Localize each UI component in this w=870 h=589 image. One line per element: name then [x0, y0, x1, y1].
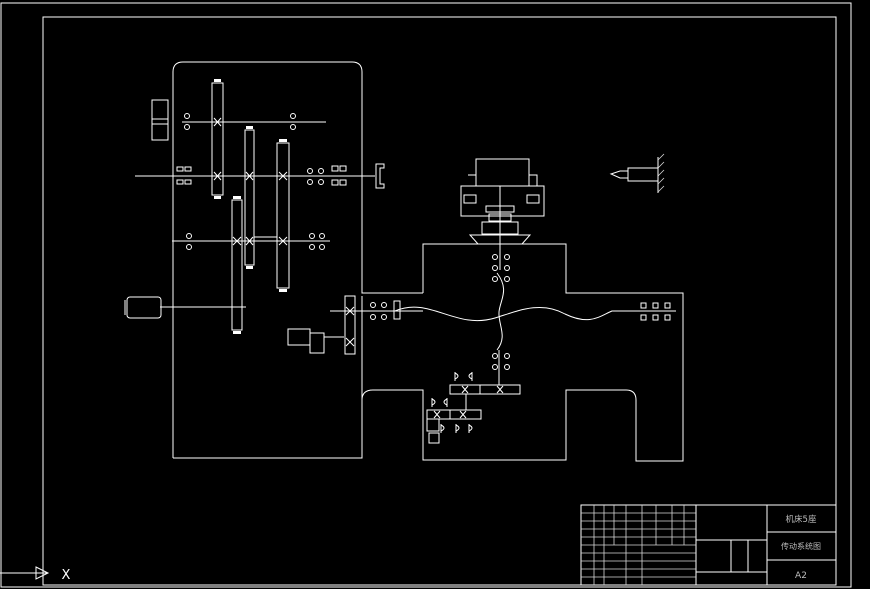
ucs-x-axis-label: X [62, 568, 71, 583]
title-block [580, 504, 837, 586]
tool-post [609, 153, 665, 193]
gearbox-housing-outline [172, 61, 423, 458]
lower-gear-2 [426, 398, 482, 420]
bearing-group-shaft3 [186, 233, 325, 250]
inner-drawing-frame [42, 16, 837, 586]
flexible-shaft-wave [394, 306, 676, 322]
bearing-group-shaft2 [176, 165, 347, 186]
gear-b [244, 126, 255, 269]
spindle-head [460, 158, 545, 270]
lower-gear-1 [449, 372, 521, 395]
outer-sheet-border [0, 2, 852, 588]
title-block-drawing-name: 传动系统图 [781, 541, 821, 551]
gear-a [211, 79, 224, 199]
shaft-coupling [375, 163, 385, 189]
gearbox-housing-bottom [173, 296, 363, 459]
bearing-group-transfer [370, 300, 401, 320]
motor [124, 296, 162, 319]
bearing-group-shaft1 [184, 113, 296, 130]
hydraulic-cylinder [287, 328, 344, 354]
transfer-gear [344, 295, 356, 355]
title-block-model-title: 机床5座 [786, 514, 817, 525]
ucs-axis-icon [0, 566, 50, 580]
spindle-wave [496, 272, 505, 351]
bearing-group-spindle [492, 254, 510, 282]
bearing-group-lower [492, 353, 510, 370]
lower-gear-3 [426, 418, 473, 444]
gear-d [231, 196, 243, 334]
gear-c [276, 139, 290, 292]
bearing-group-right [640, 302, 671, 321]
spindle-box-outline [361, 243, 684, 462]
title-block-sheet-size: A2 [795, 571, 807, 581]
brake-unit [151, 99, 169, 141]
